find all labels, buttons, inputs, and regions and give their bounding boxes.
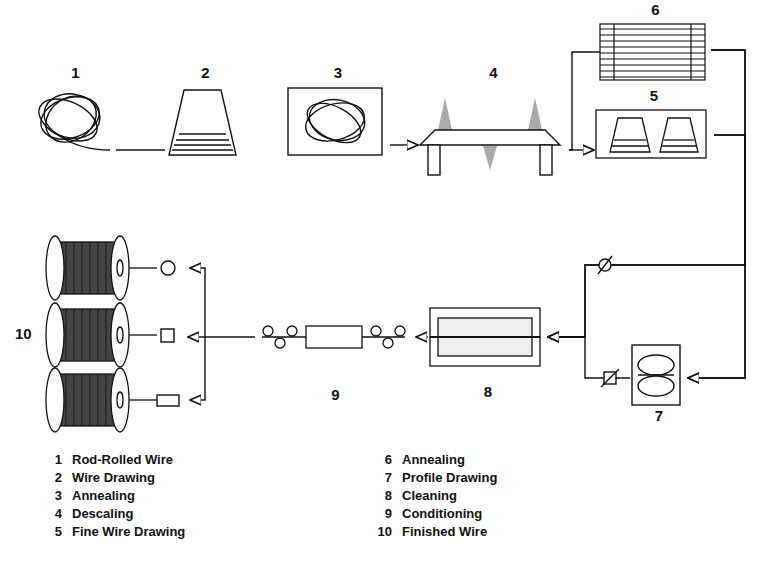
key-text: Profile Drawing	[402, 470, 497, 486]
process-step: 6	[600, 2, 711, 82]
key-number: 7	[385, 470, 392, 486]
drawing-block	[169, 90, 236, 155]
cleaning-bath	[430, 308, 540, 366]
step-number: 4	[418, 65, 569, 81]
fine-drawing-machine	[596, 110, 706, 158]
process-step: 4	[418, 65, 569, 177]
die-symbol	[598, 256, 619, 387]
process-step: 3	[286, 65, 390, 157]
process-step: 7	[630, 340, 688, 424]
key-number: 2	[55, 470, 62, 486]
flow-line	[188, 336, 255, 337]
key-number: 10	[378, 524, 392, 540]
key-number: 5	[55, 524, 62, 540]
key-text: Wire Drawing	[72, 470, 155, 486]
tube-furnace	[600, 24, 705, 80]
flow-line	[569, 149, 594, 150]
key-text: Fine Wire Drawing	[72, 524, 185, 540]
process-step: 9	[255, 315, 416, 403]
key-number: 8	[385, 488, 392, 504]
process-step: 8	[428, 305, 548, 400]
step-number: 2	[165, 65, 246, 81]
flow-line	[548, 337, 630, 378]
flow-line	[548, 135, 745, 337]
wire-coil	[32, 86, 110, 151]
step-number: 1	[35, 65, 116, 81]
key-text: Conditioning	[402, 506, 482, 522]
key-number: 4	[55, 506, 62, 522]
step-number: 3	[286, 65, 390, 81]
key-text: Annealing	[402, 452, 465, 468]
key-number: 9	[385, 506, 392, 522]
step-number: 5	[594, 88, 714, 104]
branch-lines	[190, 268, 205, 400]
key-number: 1	[55, 452, 62, 468]
flow-line	[390, 144, 418, 145]
key-text: Annealing	[72, 488, 135, 504]
step-number: 7	[630, 408, 688, 424]
key-number: 6	[385, 452, 392, 468]
process-step: 1	[35, 65, 116, 157]
key-number: 3	[55, 488, 62, 504]
profile-symbols	[157, 261, 179, 406]
step-number: 8	[428, 384, 548, 400]
flow-line	[548, 50, 745, 337]
step-number: 6	[600, 2, 711, 18]
key-text: Cleaning	[402, 488, 457, 504]
flow-line	[116, 149, 165, 150]
key-text: Descaling	[72, 506, 133, 522]
profile-rollers	[632, 345, 680, 405]
descaling-table	[420, 98, 560, 175]
flow-line	[688, 50, 745, 378]
flow-line	[688, 135, 745, 378]
process-step: 5	[594, 88, 714, 160]
step-number: 10	[15, 326, 32, 342]
annealing-furnace	[288, 88, 382, 155]
wire-spools	[46, 236, 157, 432]
process-step: 2	[165, 65, 246, 157]
process-step: 10	[15, 232, 188, 444]
key-text: Finished Wire	[402, 524, 487, 540]
step-number: 9	[255, 387, 416, 403]
flow-line	[416, 336, 428, 337]
conditioning-rollers	[262, 326, 405, 348]
flow-line	[569, 52, 600, 150]
key-text: Rod-Rolled Wire	[72, 452, 173, 468]
